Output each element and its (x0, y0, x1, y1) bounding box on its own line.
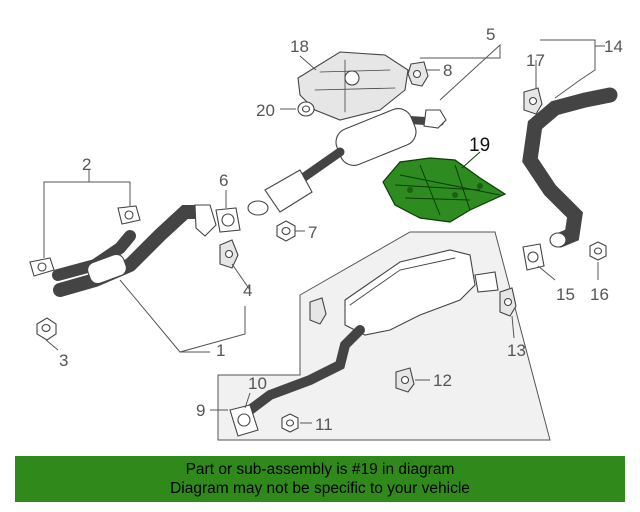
part-11-nut[interactable] (281, 413, 299, 433)
callout-7: 7 (308, 223, 317, 242)
part-5-center-muffler[interactable] (247, 104, 447, 216)
part-4-hanger[interactable] (219, 239, 239, 269)
callout-4: 4 (243, 281, 252, 300)
muffler-inset-panel (217, 231, 551, 441)
part-15-gasket[interactable] (522, 243, 545, 271)
leader-lines (43, 39, 605, 424)
callout-16: 16 (590, 285, 609, 304)
callout-3: 3 (59, 351, 68, 370)
part-9-rear-muffler[interactable] (245, 249, 499, 415)
part-14-tail-pipe[interactable] (522, 87, 618, 248)
callout-8: 8 (443, 61, 452, 80)
callout-18: 18 (290, 37, 309, 56)
part-12-hanger[interactable] (395, 367, 415, 393)
part-19-heat-protector[interactable] (382, 157, 507, 223)
part-10-gasket[interactable] (229, 404, 259, 437)
part-3-nut[interactable] (36, 317, 57, 341)
callout-14: 14 (604, 37, 623, 56)
banner-line-1: Part or sub-assembly is #19 in diagram (185, 461, 455, 478)
callout-12: 12 (433, 371, 452, 390)
callout-15: 15 (556, 285, 575, 304)
callout-5: 5 (486, 25, 495, 44)
info-banner: Part or sub-assembly is #19 in diagram D… (15, 456, 625, 502)
callout-19: 19 (469, 135, 490, 156)
callout-6: 6 (219, 171, 228, 190)
part-13-hanger[interactable] (499, 287, 517, 317)
callout-9: 9 (196, 401, 205, 420)
part-8-hanger[interactable] (407, 61, 429, 87)
part-17-hanger[interactable] (523, 87, 543, 115)
part-1-front-pipe[interactable] (52, 204, 217, 297)
muffler-hanger-rubber (309, 297, 327, 325)
callout-2: 2 (82, 155, 91, 174)
callout-10: 10 (248, 374, 267, 393)
callout-11: 11 (315, 415, 333, 434)
callout-1: 1 (216, 341, 225, 360)
part-6-gasket[interactable] (215, 207, 241, 233)
banner-line-2: Diagram may not be specific to your vehi… (170, 480, 470, 497)
part-2-gasket-right[interactable] (117, 205, 141, 225)
callout-20: 20 (256, 101, 275, 120)
part-20-nut[interactable] (297, 101, 315, 117)
part-16-nut[interactable] (589, 241, 607, 261)
part-2-gasket-left[interactable] (29, 257, 55, 277)
part-7-nut[interactable] (276, 220, 296, 242)
callout-17: 17 (526, 51, 545, 70)
callout-13: 13 (507, 341, 526, 360)
